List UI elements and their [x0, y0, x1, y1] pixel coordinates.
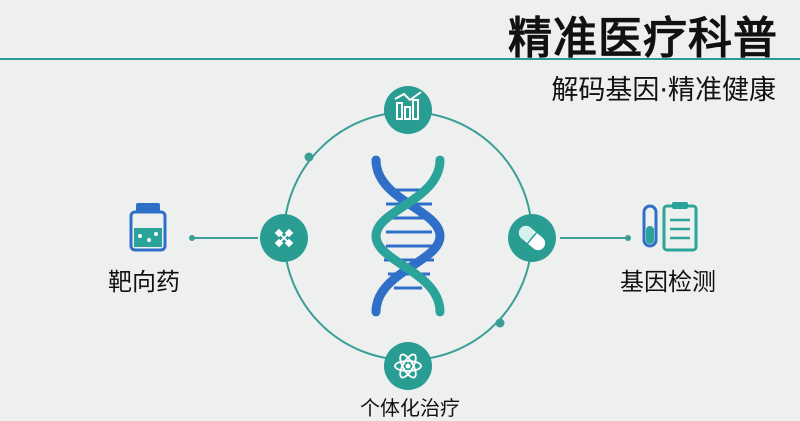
ring-dot — [495, 318, 505, 328]
pill-icon — [508, 214, 556, 262]
connector-end-dot — [625, 235, 631, 241]
cycle-ring — [283, 111, 533, 361]
diagram-canvas — [129, 86, 698, 390]
dna-helix-icon — [371, 155, 445, 317]
title-divider — [0, 58, 800, 60]
medicine-bottle-icon — [129, 203, 167, 252]
page-subtitle: 解码基因·精准健康 — [551, 75, 776, 106]
test-tube-clipboard-icon — [642, 202, 698, 252]
chart-icon — [384, 86, 432, 134]
left-item-label: 靶向药 — [108, 268, 180, 296]
ring-dot — [304, 152, 314, 162]
molecule-icon — [260, 214, 308, 262]
right-item-label: 基因检测 — [620, 268, 716, 296]
page-title: 精准医疗科普 — [508, 13, 778, 64]
atom-icon — [384, 342, 432, 390]
bottom-item-label: 个体化治疗 — [360, 396, 460, 420]
connector-end-dot — [189, 235, 195, 241]
